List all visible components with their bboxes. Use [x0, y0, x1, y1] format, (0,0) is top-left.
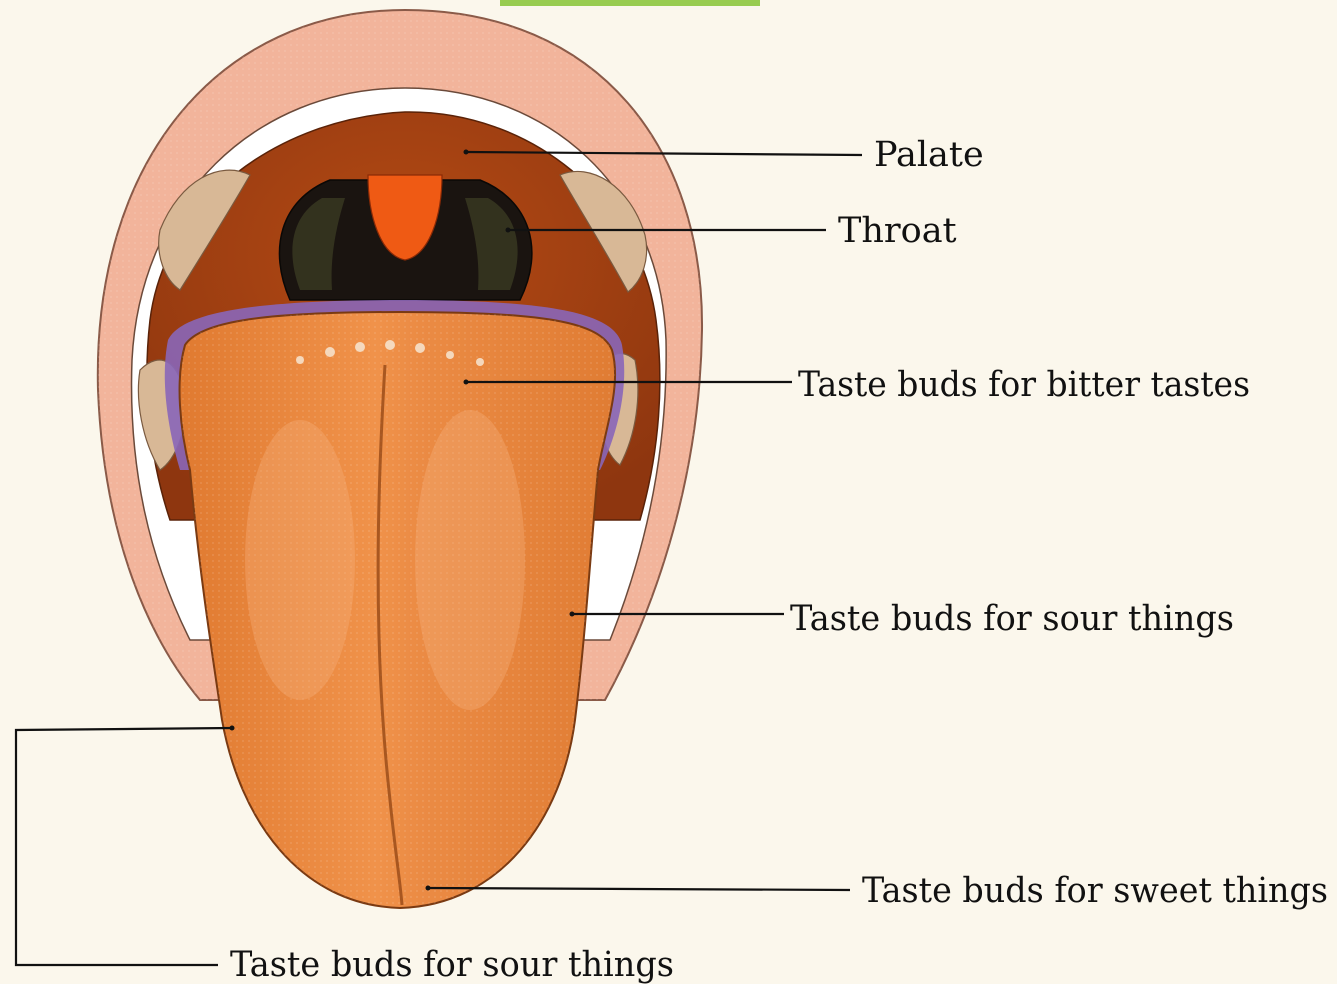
leader-sour-left: [16, 728, 232, 965]
pointer-dot-sour-right: [570, 612, 575, 617]
pointer-dot-sour-left: [230, 726, 235, 731]
leader-sweet: [428, 888, 850, 890]
cropped-heading-fragment: [500, 0, 760, 6]
label-sweet: Taste buds for sweet things: [862, 871, 1328, 911]
tongue-highlight-right: [415, 410, 525, 710]
pointer-dot-bitter: [464, 380, 469, 385]
label-bitter: Taste buds for bitter tastes: [798, 365, 1250, 405]
label-throat: Throat: [838, 211, 957, 251]
tongue-texture: [180, 312, 616, 908]
label-palate: Palate: [874, 135, 984, 175]
pointer-dot-throat: [506, 228, 511, 233]
label-sour-right: Taste buds for sour things: [790, 599, 1234, 639]
tongue-highlight-left: [245, 420, 355, 700]
pointer-dot-sweet: [426, 886, 431, 891]
label-sour-left: Taste buds for sour things: [230, 945, 674, 984]
pointer-dot-palate: [464, 150, 469, 155]
